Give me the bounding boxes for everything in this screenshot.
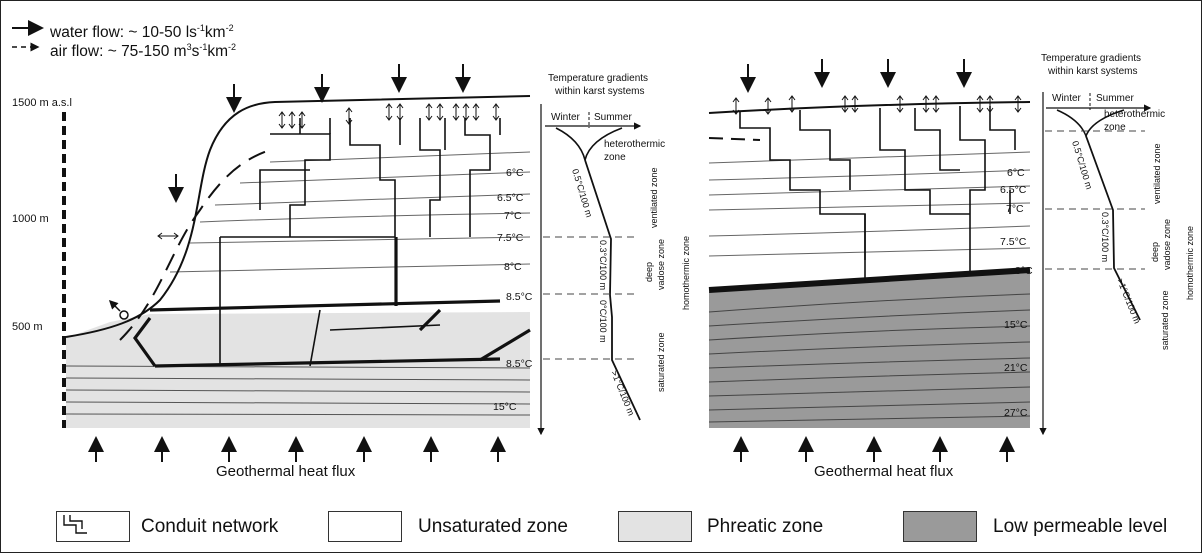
left-temp-label: 8.5°C <box>506 291 533 303</box>
gradient-title-line: within karst systems <box>1047 66 1137 77</box>
svg-text:heterothermic: heterothermic <box>604 139 665 150</box>
left-temp-label: 7.5°C <box>497 232 524 244</box>
zone-label: vadose zone <box>1162 219 1172 270</box>
left-gradient-panel: Temperature gradients within karst syste… <box>537 73 691 436</box>
spring-icon <box>108 299 129 320</box>
low-permeable-legend-label: Low permeable level <box>993 516 1168 537</box>
right-temp-label: 6.5°C <box>1000 184 1027 196</box>
gradient-title-line: Temperature gradients <box>1041 53 1141 64</box>
phreatic-legend-swatch <box>618 511 692 542</box>
left-temp-label: 8°C <box>504 261 522 273</box>
unsaturated-legend-label: Unsaturated zone <box>418 516 568 537</box>
right-temp-label: 27°C <box>1004 407 1028 419</box>
left-temp-label: 15°C <box>493 401 517 413</box>
zone-label: saturated zone <box>656 332 666 392</box>
zone-label: homothermic zone <box>681 236 691 310</box>
zone-label: vadose zone <box>656 239 666 290</box>
svg-text:Winter: Winter <box>1052 93 1082 104</box>
left-geothermal-flux-label: Geothermal heat flux <box>216 463 356 480</box>
svg-text:Winter: Winter <box>551 112 581 123</box>
zone-label: ventilated zone <box>649 167 659 228</box>
air-flow-legend: air flow: ~ 75-150 m3s-1km-2 <box>50 42 237 61</box>
right-temp-label: 8°C <box>1015 265 1033 277</box>
left-temp-label: 8.5°C <box>506 358 533 370</box>
right-gradient-panel: Temperature gradients within karst syste… <box>1039 53 1195 436</box>
gradient-title-line: Temperature gradients <box>548 73 648 84</box>
left-temp-label: 6.5°C <box>497 192 524 204</box>
gradient-rate-label: 0°C/100 m <box>598 300 608 343</box>
right-temp-label: 15°C <box>1004 319 1028 331</box>
gradient-rate-label: 0.3°C/100 m <box>1100 212 1110 262</box>
left-phreatic-zone <box>66 312 530 428</box>
left-temp-label: 7°C <box>504 210 522 222</box>
unsaturated-legend-swatch <box>328 511 402 542</box>
zone-label: ventilated zone <box>1152 143 1162 204</box>
zone-label: saturated zone <box>1160 290 1170 350</box>
water-flow-legend: water flow: ~ 10-50 ls-1km-2 <box>50 23 234 42</box>
svg-text:Summer: Summer <box>1096 93 1134 104</box>
svg-text:heterothermic: heterothermic <box>1104 109 1165 120</box>
altitude-label-500: 500 m <box>12 321 43 333</box>
right-temp-label: 7°C <box>1006 203 1024 215</box>
svg-text:zone: zone <box>604 152 626 163</box>
left-temp-label: 6°C <box>506 167 524 179</box>
right-geothermal-flux-label: Geothermal heat flux <box>814 463 954 480</box>
right-temp-label: 7.5°C <box>1000 236 1027 248</box>
altitude-axis: 1500 m a.s.l 1000 m 500 m <box>12 97 72 428</box>
zone-label: deep <box>1150 242 1160 262</box>
left-karst-panel: 6°C 6.5°C 7°C 7.5°C 8°C 8.5°C 8.5°C 15°C <box>65 64 533 462</box>
zone-label: deep <box>644 262 654 282</box>
zone-label: homothermic zone <box>1185 226 1195 300</box>
conduit-legend-icon <box>63 515 87 534</box>
svg-text:zone: zone <box>1104 122 1126 133</box>
conduit-legend-label: Conduit network <box>141 516 279 537</box>
right-karst-panel: 6°C 6.5°C 7°C 7.5°C 8°C 15°C 21°C 27°C <box>708 59 1033 462</box>
altitude-label-1000: 1000 m <box>12 213 49 225</box>
low-permeable-legend-swatch <box>903 511 977 542</box>
svg-text:Summer: Summer <box>594 112 632 123</box>
gradient-rate-label: >1°C/100 m <box>1115 277 1142 325</box>
gradient-rate-label: >1°C/100 m <box>609 369 636 417</box>
gradient-title-line: within karst systems <box>554 86 644 97</box>
right-temp-label: 21°C <box>1004 362 1028 374</box>
low-permeable-level <box>709 272 1030 428</box>
altitude-label-1500: 1500 m a.s.l <box>12 97 72 109</box>
gradient-rate-label: 0.3°C/100 m <box>598 240 608 290</box>
phreatic-legend-label: Phreatic zone <box>707 516 824 537</box>
right-temp-label: 6°C <box>1007 167 1025 179</box>
conduit-legend-swatch <box>56 511 130 542</box>
